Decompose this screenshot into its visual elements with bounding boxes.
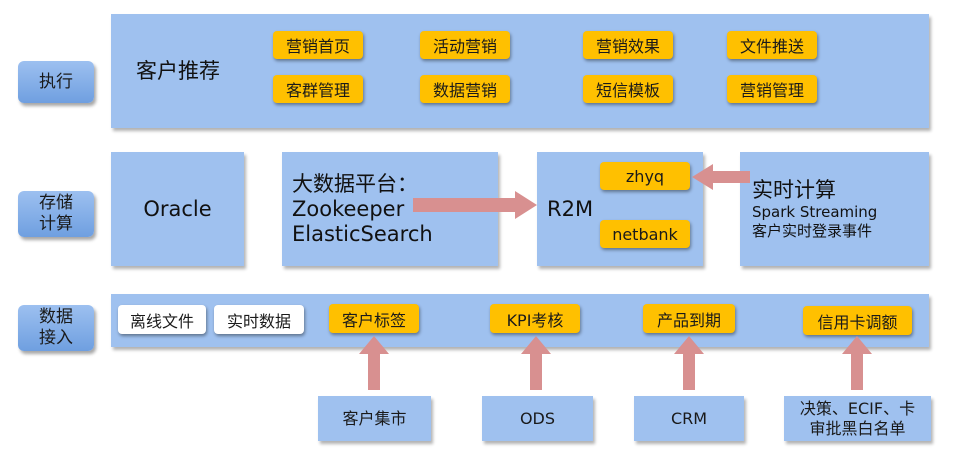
exec-chip-6[interactable]: 数据营销 <box>420 75 510 103</box>
bigdata-line3: ElasticSearch <box>292 221 433 246</box>
layer-label-storage: 存储 计算 <box>18 191 94 237</box>
source-box-1: 客户集市 <box>318 396 431 441</box>
realtime-title: 实时计算 <box>752 177 836 202</box>
layer-label-execute: 执行 <box>18 61 94 103</box>
oracle-label: Oracle <box>143 196 212 221</box>
source-box-4: 决策、ECIF、卡 审批黑白名单 <box>784 396 931 441</box>
source-label-2: ODS <box>519 408 556 428</box>
realtime-line2: 客户实时登录事件 <box>752 221 873 240</box>
ingest-chip-4[interactable]: 信用卡调额 <box>803 306 912 335</box>
bigdata-box: 大数据平台： Zookeeper ElasticSearch <box>282 152 498 266</box>
source-box-3: CRM <box>634 396 744 441</box>
r2m-chip-zhyq[interactable]: zhyq <box>600 162 690 190</box>
exec-chip-7[interactable]: 短信模板 <box>583 75 673 103</box>
layer-label-execute-text: 执行 <box>39 71 73 92</box>
exec-chip-2[interactable]: 活动营销 <box>420 31 510 59</box>
source-label-3: CRM <box>670 408 708 428</box>
ingest-chip-1[interactable]: 客户标签 <box>329 304 419 333</box>
layer-label-ingest: 数据 接入 <box>18 305 94 351</box>
exec-chip-8[interactable]: 营销管理 <box>727 75 817 103</box>
ingest-chip-3[interactable]: 产品到期 <box>643 304 735 333</box>
bigdata-line1: 大数据平台： <box>292 171 418 196</box>
ingest-chip-2[interactable]: KPI考核 <box>490 304 580 333</box>
layer-label-storage-text: 存储 计算 <box>39 193 73 234</box>
layer-label-ingest-text: 数据 接入 <box>39 307 73 348</box>
ingest-white-chip-1[interactable]: 离线文件 <box>118 305 206 334</box>
exec-chip-4[interactable]: 文件推送 <box>727 31 817 59</box>
source-label-4: 决策、ECIF、卡 审批黑白名单 <box>799 398 916 438</box>
exec-chip-3[interactable]: 营销效果 <box>583 31 673 59</box>
realtime-line1: Spark Streaming <box>752 202 878 221</box>
realtime-box: 实时计算 Spark Streaming 客户实时登录事件 <box>740 152 929 266</box>
exec-chip-5[interactable]: 客群管理 <box>273 75 363 103</box>
r2m-chip-netbank[interactable]: netbank <box>600 220 690 248</box>
source-box-2: ODS <box>482 396 593 441</box>
oracle-box: Oracle <box>111 152 244 266</box>
source-label-1: 客户集市 <box>342 408 407 428</box>
ingest-white-chip-2[interactable]: 实时数据 <box>214 305 304 334</box>
r2m-title: R2M <box>547 197 594 221</box>
exec-panel-title: 客户推荐 <box>136 59 220 83</box>
exec-chip-1[interactable]: 营销首页 <box>273 31 363 59</box>
bigdata-line2: Zookeeper <box>292 196 405 221</box>
